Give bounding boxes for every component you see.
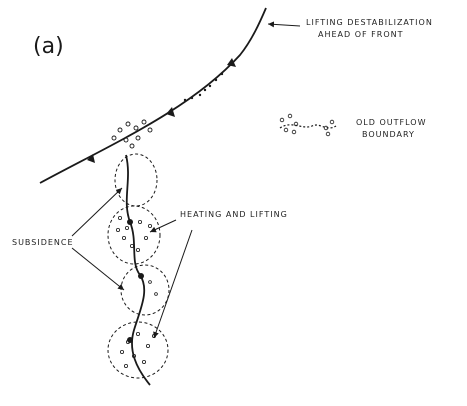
- squall-nodes: [127, 219, 144, 343]
- front-triangle: [166, 107, 175, 117]
- subsidence-leader-1: [71, 187, 123, 237]
- subsidence-label: SUBSIDENCE: [12, 238, 74, 247]
- front-triangle: [227, 58, 236, 67]
- junction-stipple: [111, 119, 153, 149]
- front-label-line2: AHEAD OF FRONT: [318, 30, 404, 39]
- heating-leader-2: [153, 229, 193, 339]
- front-triangle: [87, 154, 95, 163]
- outflow-label-line1: OLD OUTFLOW: [356, 118, 427, 127]
- heating-label: HEATING AND LIFTING: [180, 210, 288, 219]
- front-label-line1: LIFTING DESTABILIZATION: [306, 18, 433, 27]
- outflow-stipple: [279, 113, 335, 137]
- cell-stipple: [116, 215, 158, 368]
- outflow-label-line2: BOUNDARY: [362, 130, 415, 139]
- panel-label: (a): [33, 34, 64, 59]
- squall-line: [125, 154, 151, 386]
- heating-leader-1: [149, 219, 177, 233]
- cell-outlines: [107, 153, 170, 379]
- front-dots: [183, 72, 224, 102]
- subsidence-leader-2: [71, 247, 125, 291]
- front-line: [39, 7, 267, 184]
- front-label-leader: [267, 21, 301, 28]
